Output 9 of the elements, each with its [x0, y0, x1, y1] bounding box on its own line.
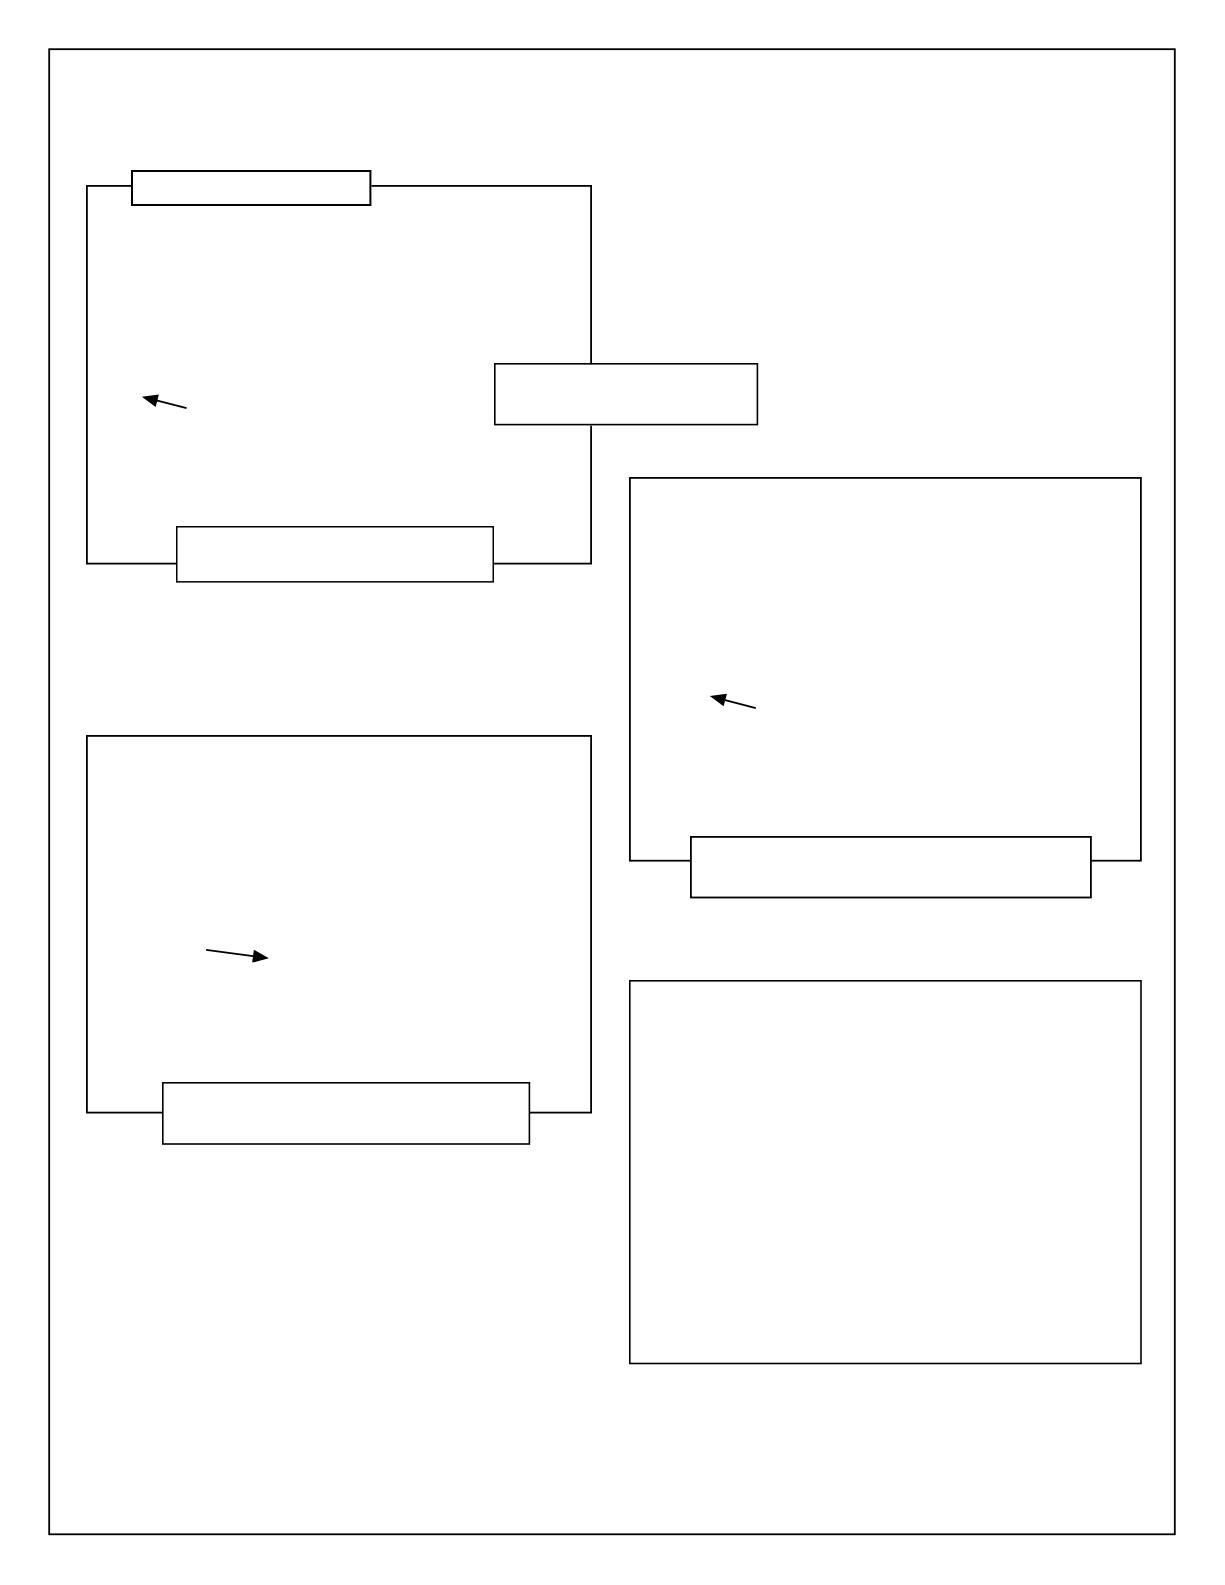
blank-tab — [175, 526, 494, 583]
panel — [628, 980, 1142, 1365]
panel — [85, 734, 592, 1114]
blank-tab — [161, 1082, 530, 1146]
blank-tab — [493, 363, 758, 426]
blank-tab — [131, 169, 372, 206]
panel — [85, 184, 592, 565]
panel — [628, 476, 1142, 862]
blank-tab — [689, 835, 1092, 898]
